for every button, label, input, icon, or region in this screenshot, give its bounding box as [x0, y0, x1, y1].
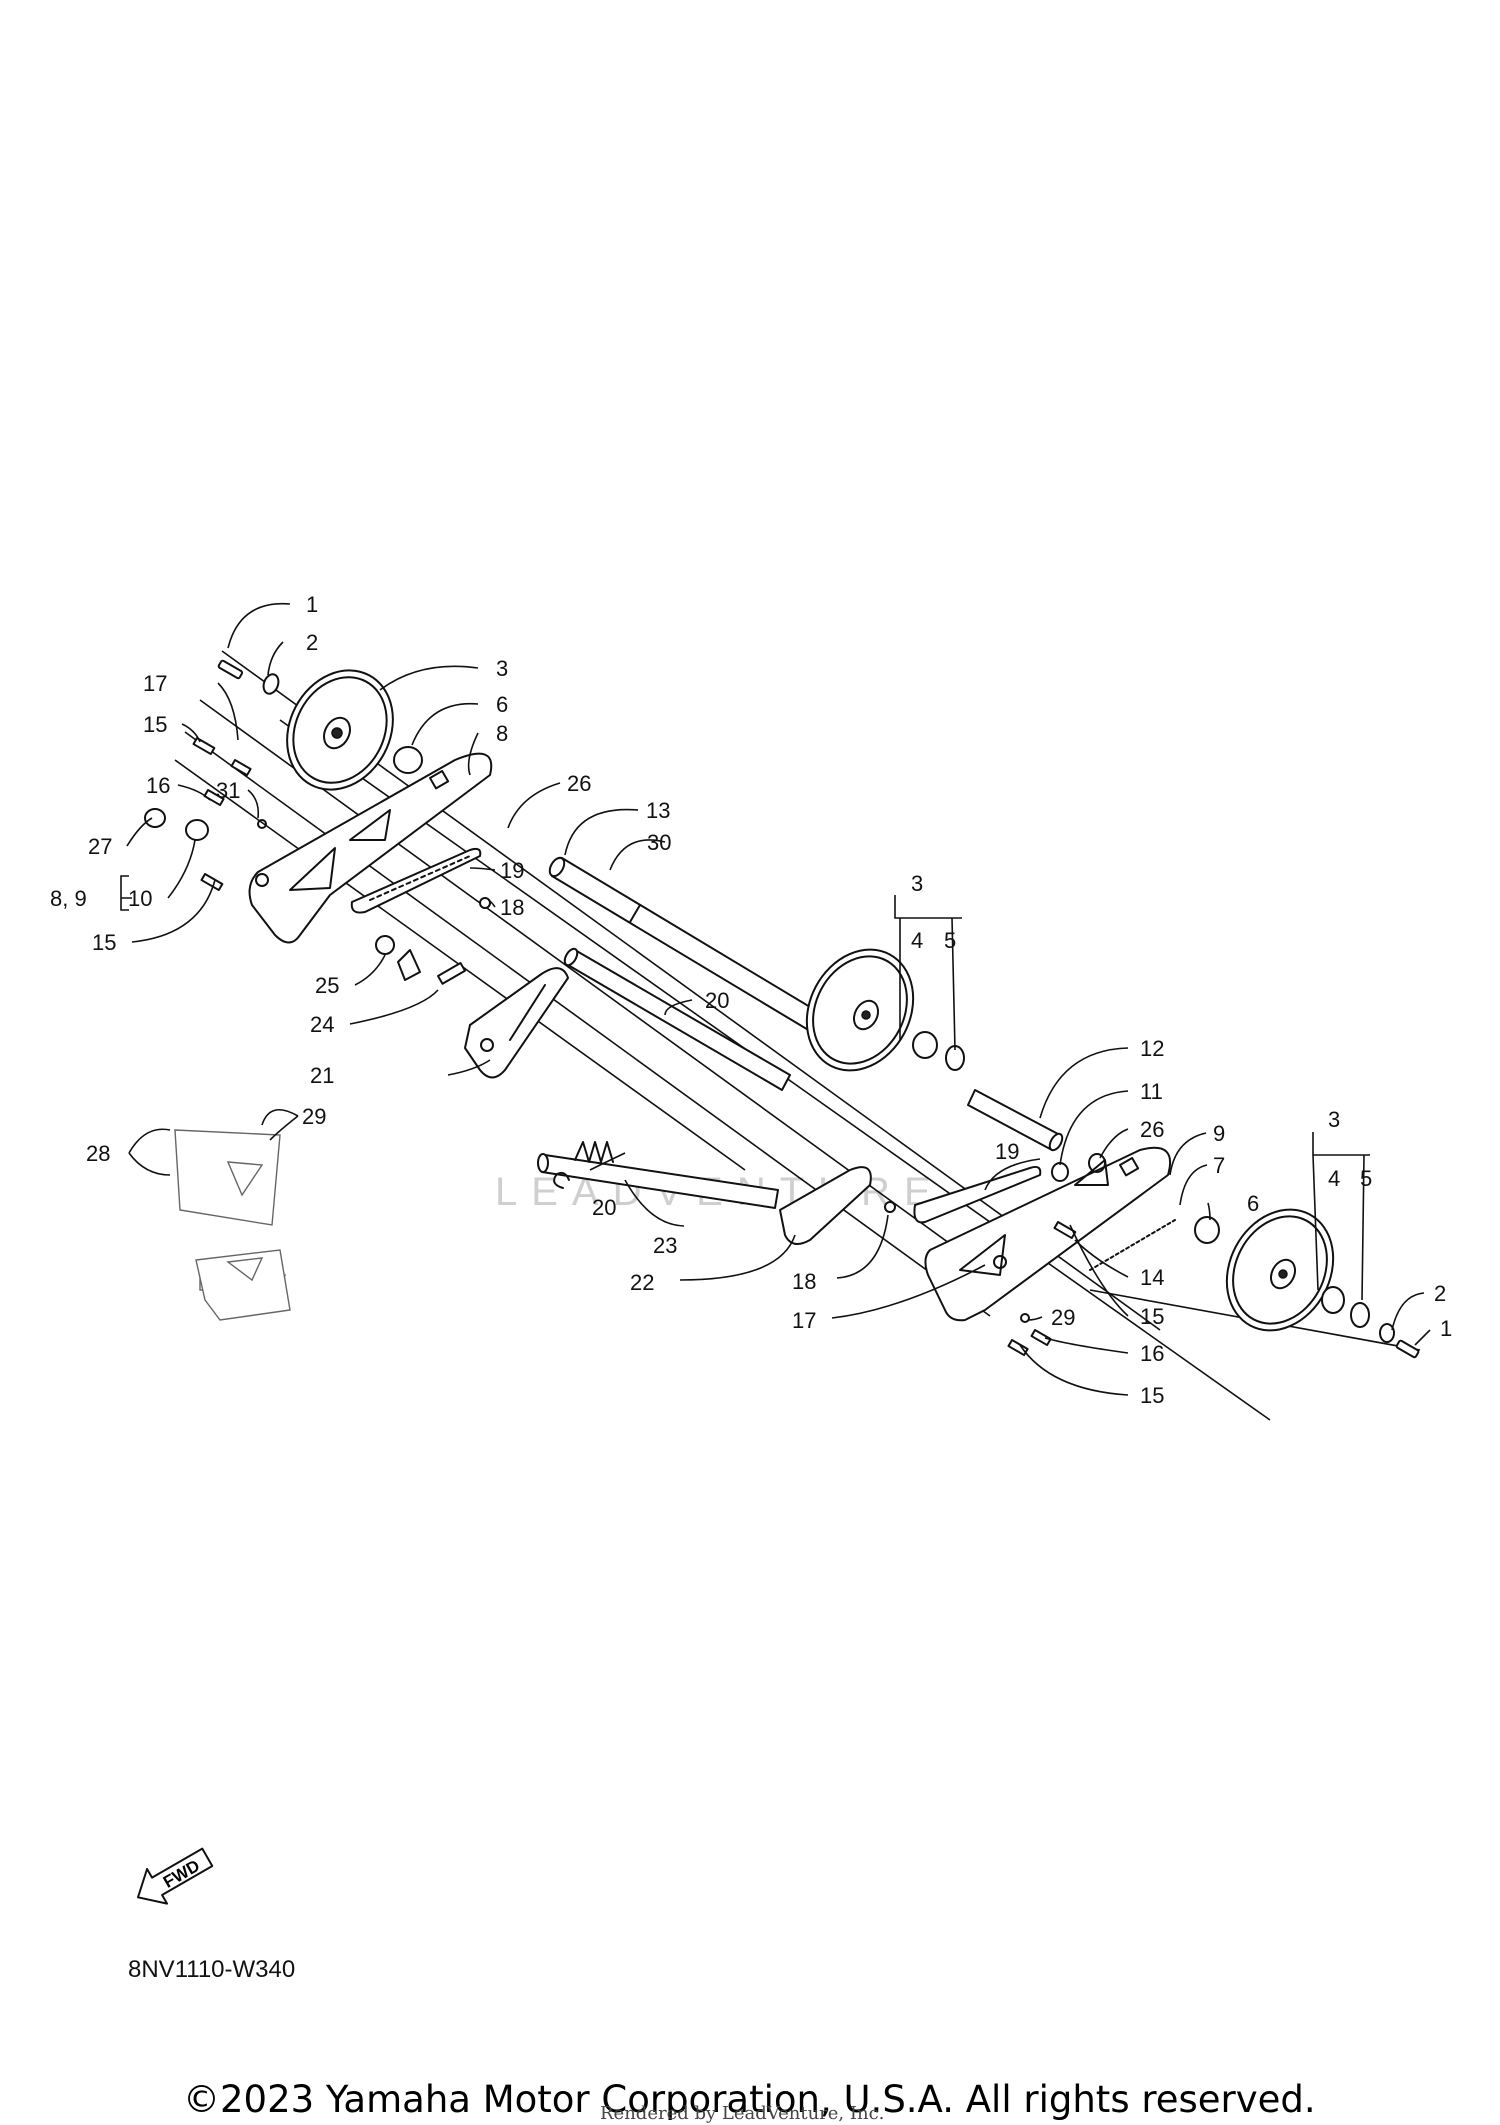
rendered-by-note: Rendered by LeadVenture, Inc. [600, 2103, 885, 2124]
shaft-20-upper [563, 947, 791, 1091]
callout-4-right: 4 [1328, 1166, 1340, 1191]
callout-29-right: 29 [1051, 1305, 1075, 1330]
callout-17-right: 17 [792, 1308, 816, 1333]
callout-24: 24 [310, 1012, 334, 1037]
callout-28: 28 [86, 1141, 110, 1166]
callout-1-right: 1 [1440, 1316, 1452, 1341]
callout-13: 13 [646, 798, 670, 823]
callout-17: 17 [143, 671, 167, 696]
washer-2-upper [262, 673, 280, 695]
callout-23: 23 [653, 1233, 677, 1258]
shaft-12 [967, 1089, 1064, 1152]
right-suspension-rail [924, 1146, 1171, 1322]
callout-2-right: 2 [1434, 1281, 1446, 1306]
spring-23 [553, 1141, 614, 1189]
collar-6-upper [393, 746, 423, 774]
callout-8-9: 8, 9 [50, 886, 87, 911]
small-hardware-left [144, 737, 491, 909]
callout-15-lower: 15 [92, 930, 116, 955]
callout-19-right: 19 [995, 1139, 1019, 1164]
bracket-22 [779, 1166, 872, 1245]
shaft-20-lower [537, 1153, 779, 1209]
callout-18-right: 18 [792, 1269, 816, 1294]
callout-3-center: 3 [911, 871, 923, 896]
left-suspension-rail [248, 752, 493, 944]
idler-wheel-upper-left [286, 669, 394, 791]
slide-rail-19-left [350, 847, 482, 914]
callout-5-center: 5 [944, 928, 956, 953]
callout-8: 8 [496, 721, 508, 746]
bolt-1-upper [217, 659, 244, 680]
callout-25: 25 [315, 973, 339, 998]
callout-16-right: 16 [1140, 1341, 1164, 1366]
leader-lines [120, 602, 1431, 1396]
callout-3: 3 [496, 656, 508, 681]
small-hardware-right [884, 1153, 1220, 1357]
callout-20-lower: 20 [592, 1195, 616, 1220]
callout-31: 31 [216, 778, 240, 803]
callout-21: 21 [310, 1063, 334, 1088]
callout-22: 22 [630, 1270, 654, 1295]
callout-15-bottom: 15 [1140, 1383, 1164, 1408]
callout-18: 18 [500, 895, 524, 920]
callout-11: 11 [1140, 1079, 1163, 1104]
callout-19: 19 [500, 858, 524, 883]
idler-wheel-center [805, 948, 965, 1072]
callout-6: 6 [496, 692, 508, 717]
callout-30: 30 [647, 830, 671, 855]
callout-29: 29 [302, 1104, 326, 1129]
callout-15-right: 15 [1140, 1304, 1164, 1329]
copyright-notice: ©2023 Yamaha Motor Corporation, U.S.A. A… [183, 2078, 1316, 2121]
callout-4-center: 4 [911, 928, 923, 953]
diagram-code: 8NV1110-W340 [128, 1956, 296, 1983]
callout-26: 26 [567, 771, 591, 796]
callout-2: 2 [306, 630, 318, 655]
callout-26-right: 26 [1140, 1117, 1164, 1142]
inset-28-29 [174, 1129, 291, 1321]
callout-14: 14 [1140, 1265, 1164, 1290]
fwd-arrow-icon: FWD [137, 1847, 214, 1905]
bracket-21 [375, 935, 569, 1079]
callout-16: 16 [146, 773, 170, 798]
callout-27: 27 [88, 834, 112, 859]
shaft-13-30 [548, 856, 846, 1047]
callout-labels: 1 2 3 6 8 17 15 16 31 27 8, 9 10 15 26 1… [50, 592, 1452, 1408]
slide-rail-19-right [913, 1165, 1042, 1224]
callout-12: 12 [1140, 1036, 1164, 1061]
callout-10: 10 [128, 886, 152, 911]
callout-7: 7 [1213, 1153, 1225, 1178]
callout-3-right: 3 [1328, 1107, 1340, 1132]
callout-1: 1 [306, 592, 318, 617]
callout-9: 9 [1213, 1121, 1225, 1146]
callout-6-right: 6 [1247, 1191, 1259, 1216]
callout-15: 15 [143, 712, 167, 737]
callout-5-right: 5 [1360, 1166, 1372, 1191]
idler-wheel-lower-right [1225, 1208, 1420, 1359]
callout-20: 20 [705, 988, 729, 1013]
